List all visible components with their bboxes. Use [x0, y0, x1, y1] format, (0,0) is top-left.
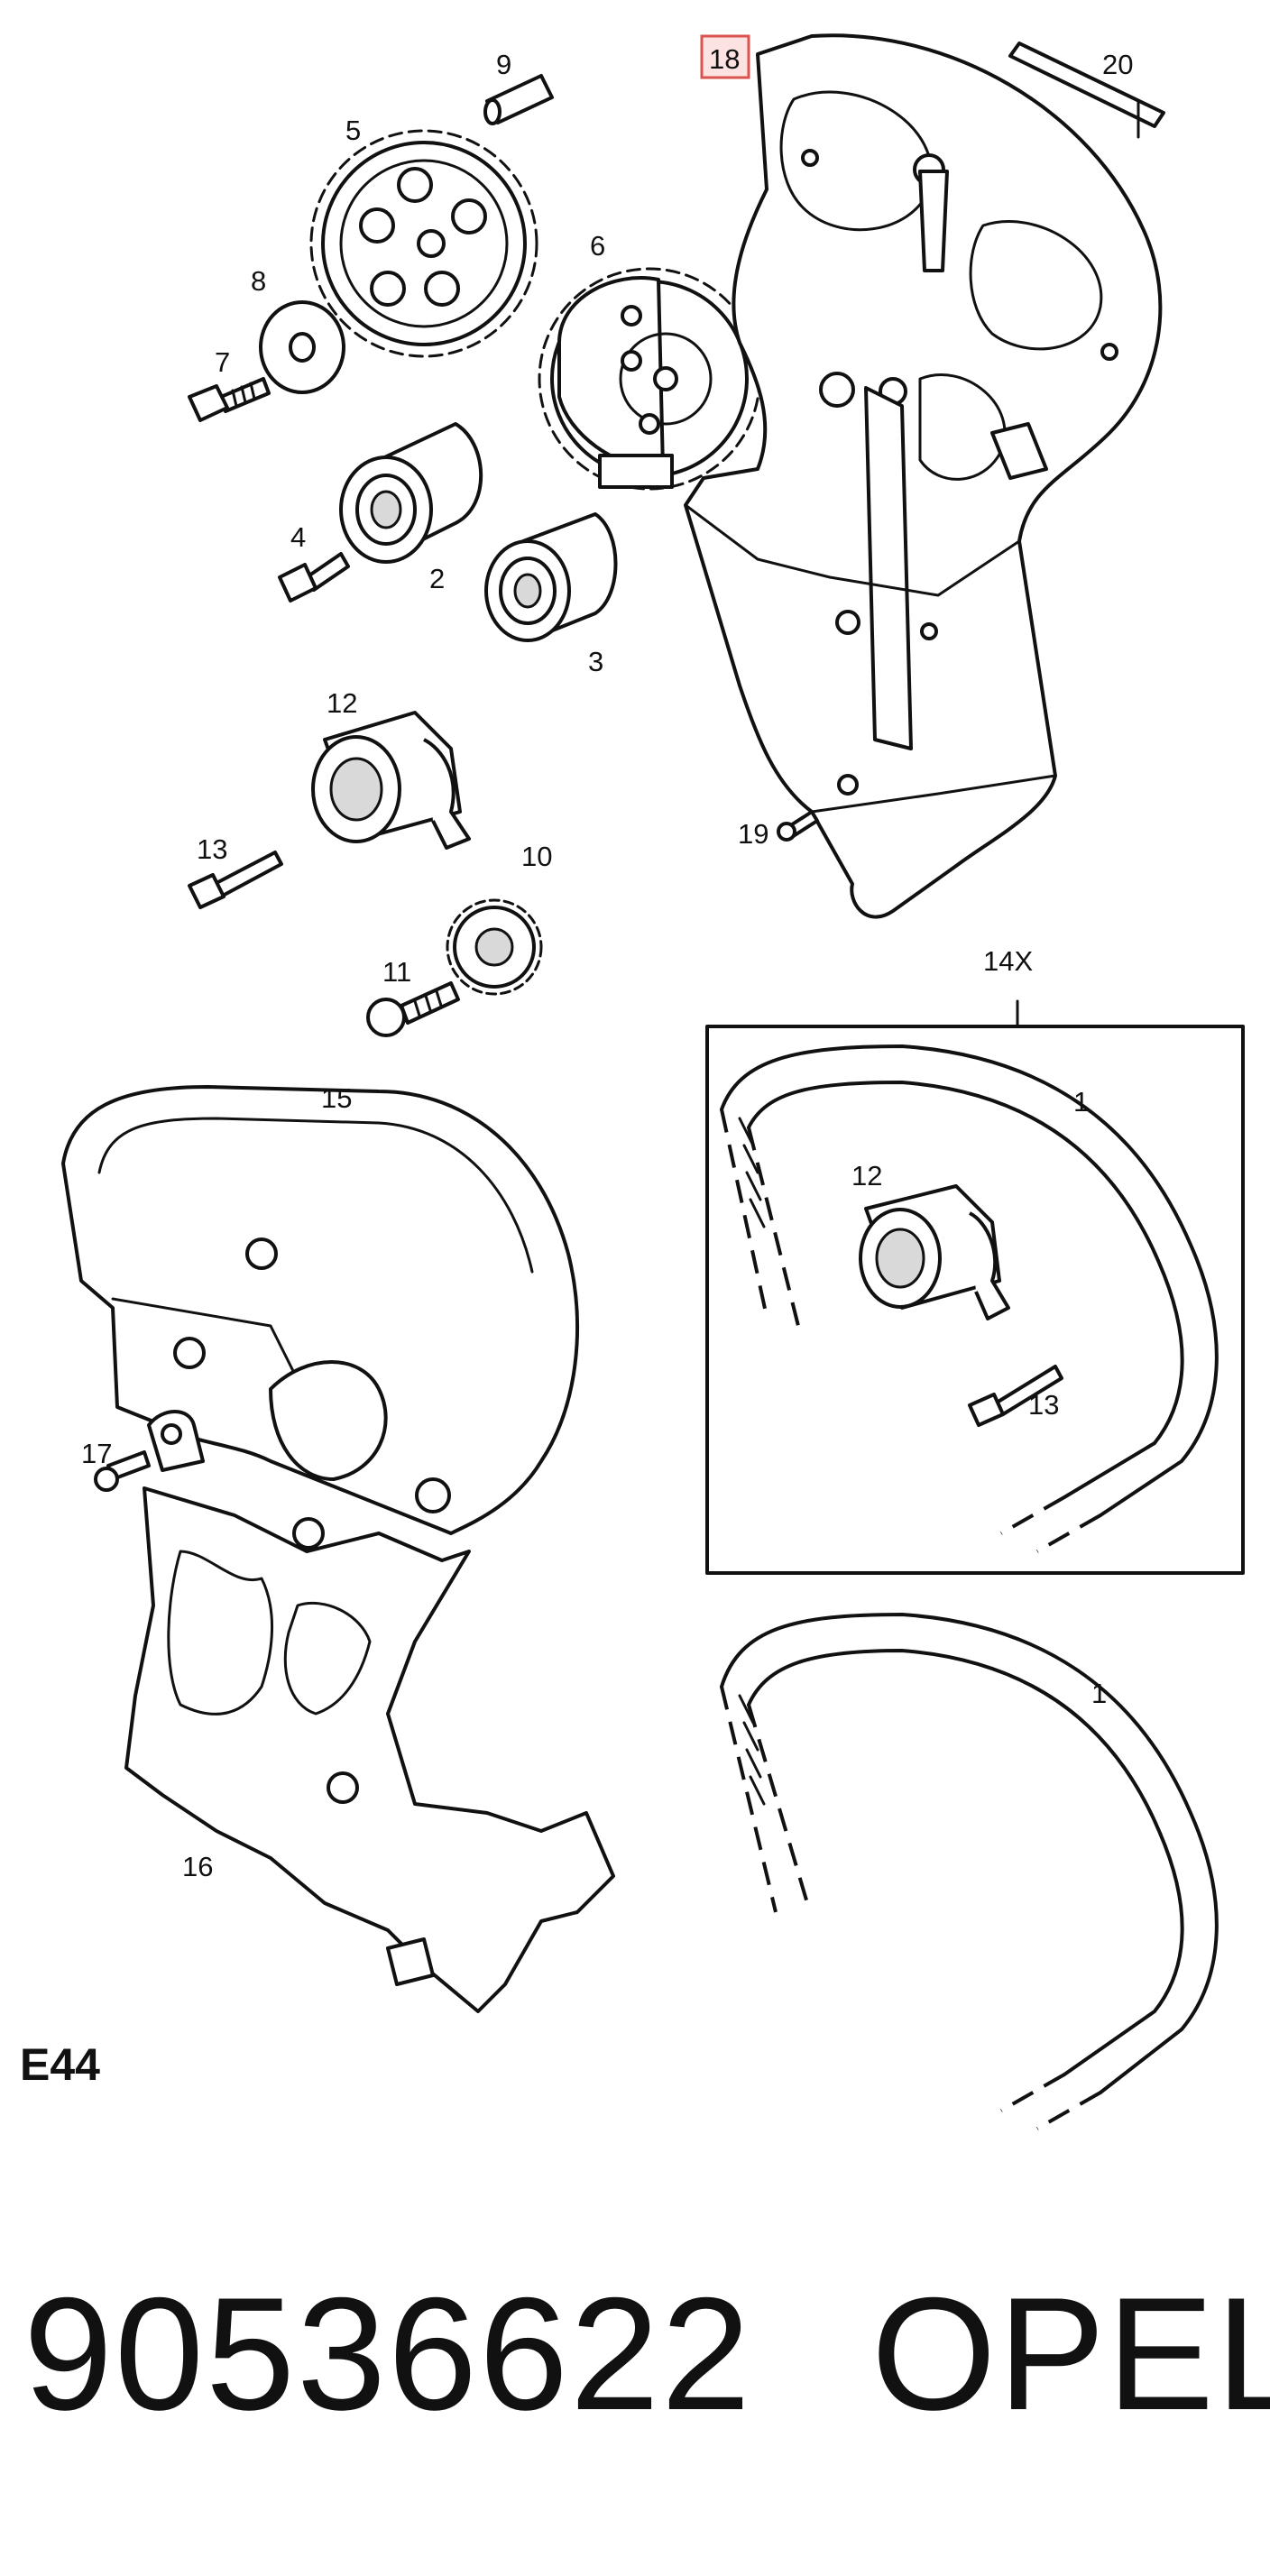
part-16-lower-cover[interactable]	[124, 1486, 615, 2013]
label-1: 1	[1091, 1678, 1107, 1709]
part-4-bolt[interactable]	[278, 552, 350, 603]
label-9: 9	[496, 49, 511, 80]
part-13-bolt[interactable]	[188, 851, 283, 909]
label-17: 17	[81, 1438, 112, 1469]
part-6-camshaft-sprocket[interactable]	[538, 267, 761, 491]
part-20-strip[interactable]	[1008, 41, 1165, 139]
label-19: 19	[738, 818, 768, 850]
label-2: 2	[429, 563, 445, 594]
brand-name: OPEL	[871, 2264, 1270, 2443]
part-5-camshaft-sprocket[interactable]	[309, 129, 538, 358]
label-15: 15	[321, 1082, 352, 1114]
part-19-screw[interactable]	[777, 810, 819, 842]
label-1: 1	[1073, 1086, 1089, 1118]
kit-14x-inset	[705, 999, 1245, 1575]
label-8: 8	[251, 265, 266, 297]
part-1-timing-belt[interactable]	[720, 1613, 1219, 2130]
part-2-idler-pulley[interactable]	[339, 422, 483, 564]
part-18-rear-cover[interactable]	[684, 33, 1163, 919]
diagram-code: E44	[20, 2039, 100, 2090]
part-12-tensioner[interactable]	[311, 711, 471, 850]
callout-labels: 1 1 2 3 4 5 6 7 8 9 10 11 12 12 13 13 14…	[81, 34, 1133, 1882]
part-17-bolt[interactable]	[94, 1410, 205, 1492]
label-18-highlight	[700, 34, 750, 79]
part-number: 90536622	[23, 2264, 752, 2443]
part-9-pin[interactable]	[483, 74, 554, 125]
label-11: 11	[382, 956, 411, 988]
label-18: 18	[709, 43, 740, 75]
label-13: 13	[197, 833, 227, 865]
label-7: 7	[215, 346, 230, 378]
label-10: 10	[521, 841, 552, 872]
part-3-idler-pulley[interactable]	[484, 512, 618, 642]
label-20: 20	[1102, 49, 1133, 80]
part-8-washer[interactable]	[259, 300, 345, 394]
label-13: 13	[1028, 1389, 1059, 1421]
label-14x: 14X	[983, 945, 1033, 977]
label-5: 5	[345, 115, 361, 146]
label-3: 3	[588, 646, 603, 677]
part-10-crank-sprocket[interactable]	[446, 898, 543, 996]
part-11-bolt[interactable]	[366, 981, 460, 1037]
label-16: 16	[182, 1851, 213, 1882]
part-7-bolt[interactable]	[188, 377, 271, 422]
label-12: 12	[327, 687, 357, 719]
label-6: 6	[590, 230, 605, 262]
label-12: 12	[851, 1160, 882, 1191]
label-4: 4	[290, 521, 306, 553]
